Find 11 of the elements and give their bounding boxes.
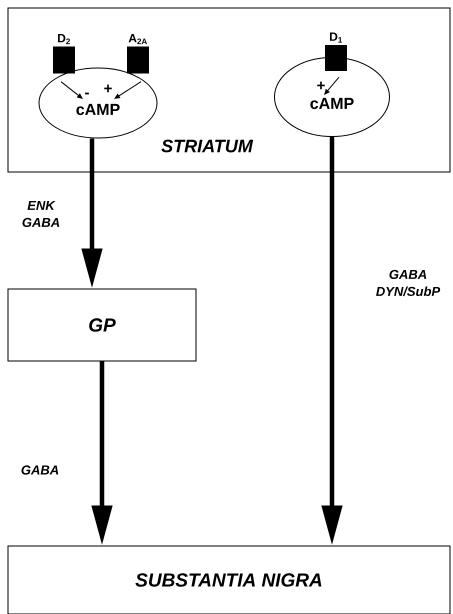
node-label: D$_{1}$	[330, 32, 342, 43]
region-box: GP	[8, 288, 196, 362]
edge-label: ENK GABA	[22, 200, 60, 228]
node-label: D$_{2}$	[58, 34, 70, 44]
edge-label: GABA DYN/SubP	[376, 270, 440, 296]
sign-label: +	[104, 84, 112, 92]
sign-label: +	[317, 82, 325, 90]
edge-label: GABA	[22, 465, 58, 475]
region-box: SUBSTANTIA NIGRA	[8, 546, 450, 614]
node-label: A$_{2A}$	[128, 34, 147, 44]
sign-label: -	[85, 92, 89, 94]
